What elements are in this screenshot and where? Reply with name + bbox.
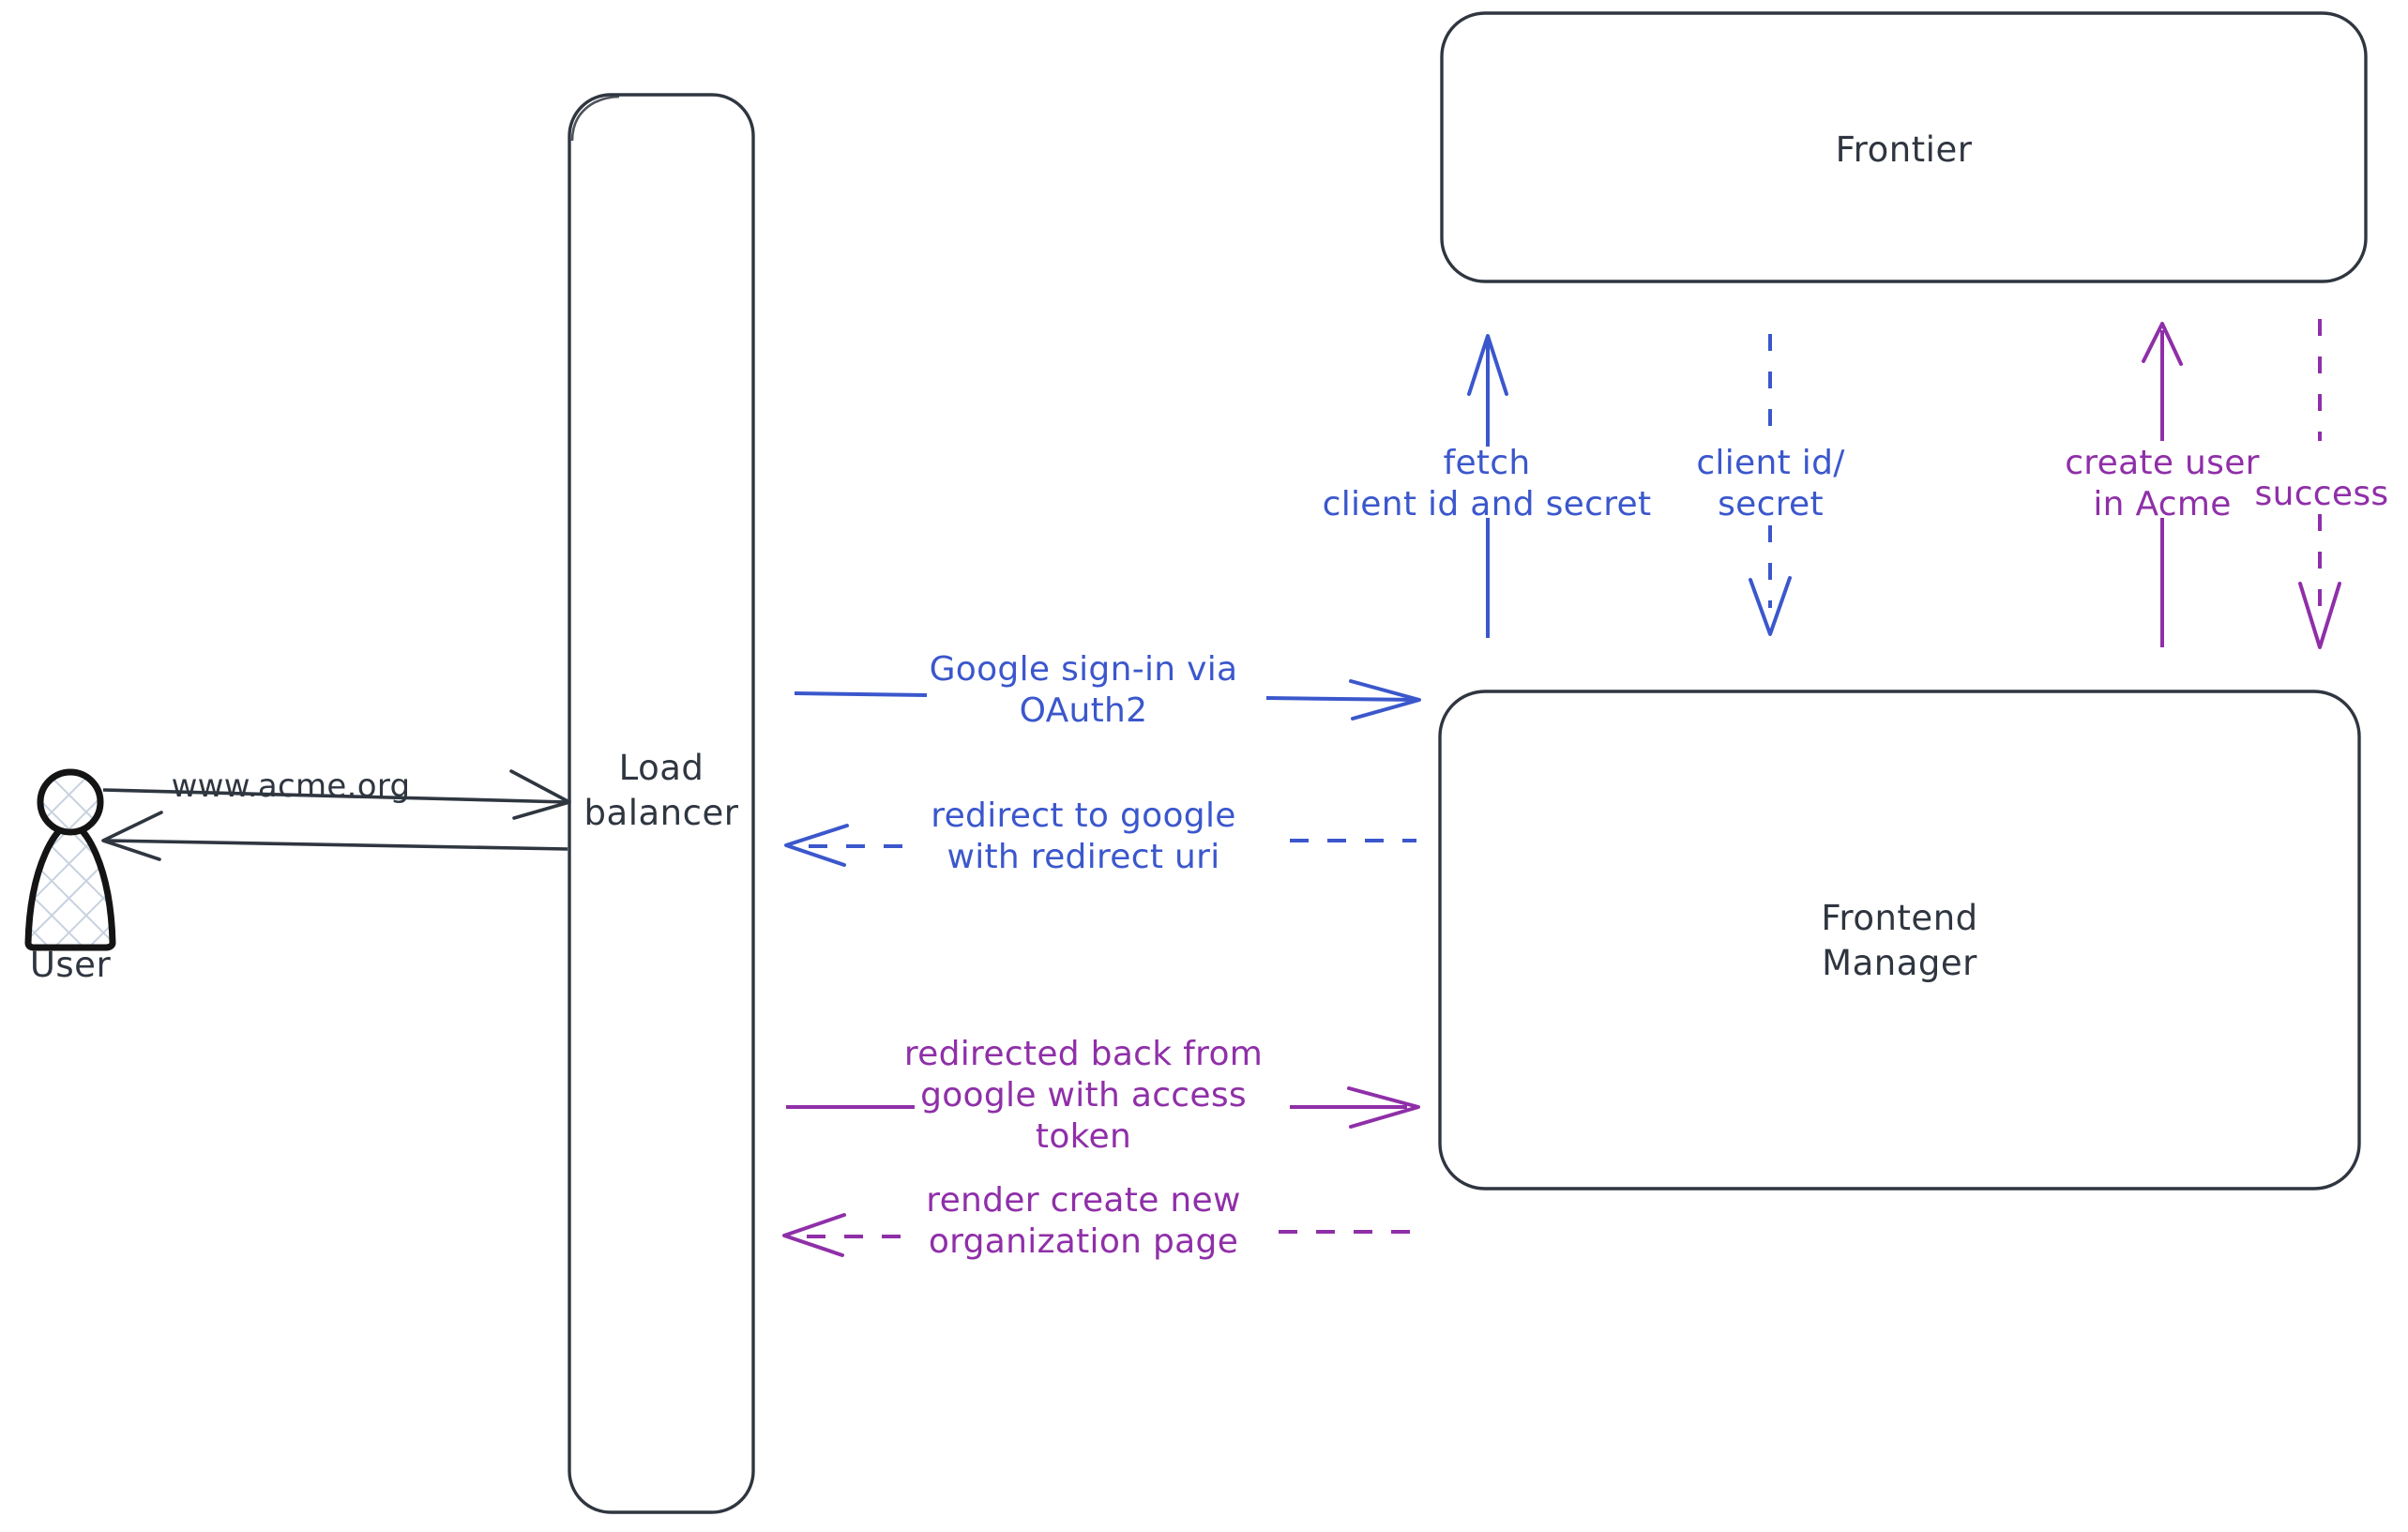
edge-label-user-to-lb: www.acme.org <box>171 767 411 805</box>
user-label: User <box>29 945 112 985</box>
edge-label-fm-to-lb-render: render create new organization page <box>926 1181 1241 1261</box>
edge-lb-to-fm-signin <box>794 679 1421 720</box>
edge-fm-to-frontier-create <box>2142 322 2183 647</box>
edge-lb-to-user <box>101 811 568 861</box>
load-balancer-label: Load balancer <box>583 748 739 834</box>
frontend-manager-shape <box>1438 690 2361 1191</box>
edge-label-fm-to-frontier-create: create user in Acme <box>2065 444 2260 523</box>
edge-fm-to-frontier-fetch <box>1467 334 1508 638</box>
edge-label-lb-to-fm-signin: Google sign-in via OAuth2 <box>929 650 1238 730</box>
edge-label-frontier-to-fm-success: success <box>2254 475 2389 513</box>
edge-label-fm-to-frontier-fetch: fetch client id and secret <box>1322 444 1652 523</box>
edge-user-to-lb <box>102 769 571 820</box>
edge-frontier-to-fm-success <box>2298 319 2341 649</box>
edge-fm-to-lb-render <box>782 1213 1415 1257</box>
frontend-manager-label: Frontend Manager <box>1821 898 1978 984</box>
edge-label-fm-to-lb-redirect: redirect to google with redirect uri <box>931 796 1236 876</box>
edge-fm-to-lb-redirect <box>784 824 1416 867</box>
frontier-shape <box>1440 11 2368 283</box>
edge-frontier-to-fm-creds <box>1749 334 1792 636</box>
edge-label-frontier-to-fm-creds: client id/ secret <box>1696 444 1845 523</box>
user-actor-shape <box>24 768 116 951</box>
edge-label-lb-to-fm-token: redirected back from google with access … <box>903 1035 1264 1156</box>
edge-lb-to-fm-token <box>786 1086 1420 1129</box>
frontier-label: Frontier <box>1835 129 1973 170</box>
